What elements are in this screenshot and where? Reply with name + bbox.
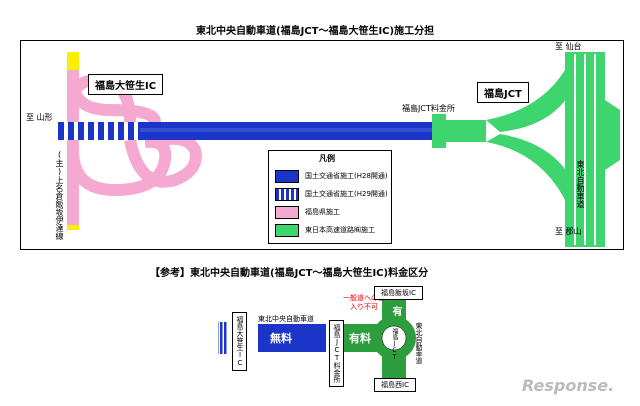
bottom-title: 【参考】東北中央自動車道(福島JCT〜福島大笹生IC)料金区分 xyxy=(150,268,429,279)
paid-label: 有料 xyxy=(349,332,371,345)
legend-swatch-nexco xyxy=(275,224,299,237)
to-north-label: 至 仙台 xyxy=(555,42,582,51)
h29-stripe-block xyxy=(58,122,140,140)
top-map-frame xyxy=(20,40,624,250)
top-title: 東北中央自動車道(福島JCT〜福島大笹生IC)施工分担 xyxy=(196,26,435,37)
paid-vertical-label: 有料 xyxy=(390,306,401,370)
bottom-map-drawing xyxy=(218,294,416,388)
legend-box: 凡例 国土交通省施工(H28開通) 国土交通省施工(H29開通) 福島県施工 東… xyxy=(268,150,392,244)
legend-label: 国土交通省施工(H28開通) xyxy=(305,172,388,180)
bottom-road-label: 東北中央自動車道 xyxy=(258,315,314,323)
legend-swatch-h29 xyxy=(275,188,299,201)
ic-name-label: 福島大笹生IC xyxy=(88,74,164,95)
ic-box: 福島大笹生IC xyxy=(232,312,247,371)
watermark-logo: Response. xyxy=(522,376,615,395)
warning-label: 一般道への出入り不可 xyxy=(343,294,385,311)
legend-swatch-pref xyxy=(275,206,299,219)
jct-name-label: 福島JCT xyxy=(477,82,529,103)
jct-inner-label: 福島JCT xyxy=(391,328,398,361)
free-label: 無料 xyxy=(270,332,292,345)
legend-label: 東日本高速道路㈱施工 xyxy=(305,226,375,234)
legend-swatch-h28 xyxy=(275,170,299,183)
legend-label: 福島県施工 xyxy=(305,208,340,216)
toll-booth-label: 福島JCT料金所 xyxy=(402,104,455,113)
local-road-label: (主)上名倉飯坂伊達線 xyxy=(55,150,64,240)
expressway-side-label: 東北自動車道 xyxy=(576,160,585,208)
legend-label: 国土交通省施工(H29開通) xyxy=(305,190,388,198)
to-west-label: 至 山形 xyxy=(26,113,53,122)
to-south-label: 至 郡山 xyxy=(555,227,582,236)
iizaka-ic-box: 福島飯坂IC xyxy=(374,286,423,300)
bottom-expressway-label: 東北自動車道 xyxy=(415,322,423,364)
legend-title: 凡例 xyxy=(319,154,335,163)
nishi-ic-box: 福島西IC xyxy=(374,378,416,392)
toll-booth-box: 福島JCT料金所 xyxy=(329,320,344,387)
